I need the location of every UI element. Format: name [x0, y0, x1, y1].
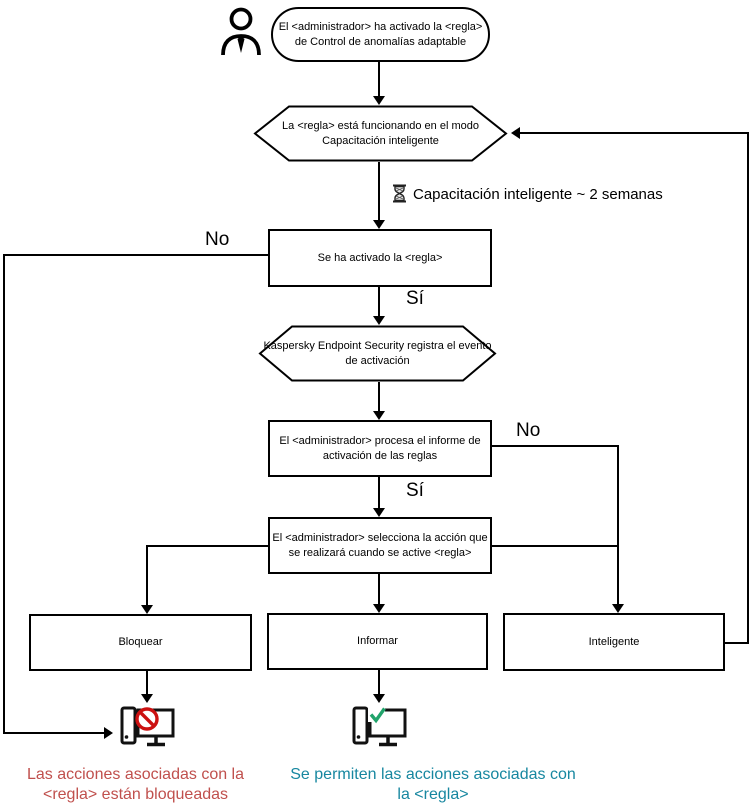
person-icon [221, 7, 261, 56]
arrowhead-down [373, 604, 385, 613]
outcome-allowed-text: Se permiten las acciones asociadas con l… [290, 766, 576, 803]
hexagon-shape [258, 325, 497, 382]
edge-select-to-inform [378, 574, 380, 604]
arrowhead-left [511, 127, 520, 139]
edge-trigger-to-register [378, 287, 380, 316]
edge-inform-to-outcome [378, 670, 380, 694]
edge-block-to-outcome [146, 671, 148, 694]
arrowhead-right [104, 727, 113, 739]
arrowhead-down [373, 694, 385, 703]
hourglass-icon [393, 184, 406, 203]
edge-select-to-block-vertical [146, 545, 148, 605]
select-action-node: El <administrador> selecciona la acción … [268, 517, 492, 574]
arrowhead-down [373, 220, 385, 229]
arrowhead-down [373, 96, 385, 105]
start-node-text: El <administrador> ha activado la <regla… [278, 20, 483, 33]
edge-no-right-vertical [617, 445, 619, 604]
edge-report-to-select [378, 477, 380, 508]
register-hexagon-node: Kaspersky Endpoint Security registra el … [258, 325, 497, 382]
edge-no-right-horizontal [492, 445, 619, 447]
edge-smart-loop-vertical [747, 132, 749, 644]
action-inform-node: Informar [267, 613, 488, 670]
edge-label-yes-1: Sí [406, 288, 424, 309]
mode-hexagon-text: La <regla> está funcionando en el modo C… [282, 119, 479, 147]
register-hexagon-text: Kaspersky Endpoint Security registra el … [263, 339, 492, 367]
start-node: El <administrador> ha activado la <regla… [271, 7, 490, 62]
arrowhead-down [141, 605, 153, 614]
edge-label-yes-2: Sí [406, 480, 424, 501]
edge-no-left-bottom [3, 732, 104, 734]
edge-select-to-block-horizontal [146, 545, 268, 547]
training-duration-label: Capacitación inteligente ~ 2 semanas [413, 186, 663, 203]
edge-start-to-mode [378, 62, 380, 97]
outcome-blocked-text: Las acciones asociadas con la <regla> es… [26, 766, 245, 803]
start-node-text: de Control de anomalías adaptable [294, 35, 467, 48]
edge-register-to-report [378, 382, 380, 411]
arrowhead-down [141, 694, 153, 703]
edge-mode-to-trigger [378, 162, 380, 220]
arrowhead-down [373, 508, 385, 517]
edge-label-no-left: No [205, 229, 230, 250]
computer-allowed-icon [352, 706, 407, 747]
action-smart-node: Inteligente [503, 613, 725, 671]
edge-smart-loop-top [520, 132, 749, 134]
edge-no-left-vertical [3, 254, 5, 734]
rule-triggered-node: Se ha activado la <regla> [268, 229, 492, 287]
hexagon-shape [253, 105, 508, 162]
action-block-node: Bloquear [29, 614, 252, 671]
computer-blocked-icon [120, 706, 175, 747]
edge-smart-loop-bottom [725, 642, 749, 644]
mode-hexagon-node: La <regla> está funcionando en el modo C… [253, 105, 508, 162]
edge-label-no-right: No [516, 420, 541, 441]
rule-triggered-text: Se ha activado la <regla> [317, 251, 443, 264]
edge-no-left-horizontal [3, 254, 268, 256]
edge-select-to-smart-horizontal [492, 545, 619, 547]
arrowhead-down [373, 411, 385, 420]
process-report-node: El <administrador> procesa el informe de… [268, 420, 492, 477]
arrowhead-down [373, 316, 385, 325]
arrowhead-down [612, 604, 624, 613]
